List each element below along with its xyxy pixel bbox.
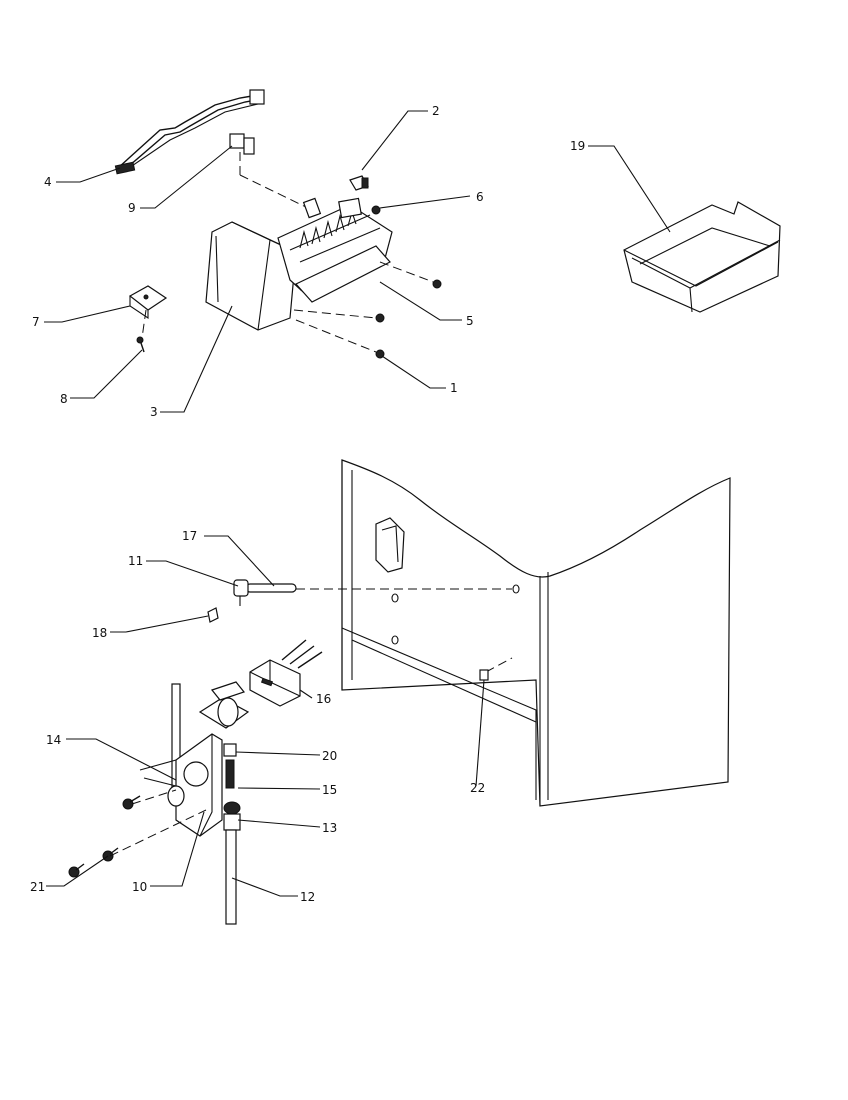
ice-maker-housing-part-3	[205, 197, 393, 331]
clip-part-2	[349, 175, 369, 191]
callout-7: 7	[32, 315, 40, 329]
callout-15: 15	[322, 783, 337, 797]
screw-part-5b	[432, 279, 442, 289]
screw-part-8	[136, 336, 145, 353]
callout-8: 8	[60, 392, 68, 406]
callout-21: 21	[30, 880, 45, 894]
callout-9: 9	[128, 201, 136, 215]
callout-19: 19	[570, 139, 585, 153]
callout-4: 4	[44, 175, 52, 189]
callout-labels: 2 6 5 1 4 9 7 8 3 19 17 11 18 16 14 20 1…	[30, 104, 585, 904]
callout-11: 11	[128, 554, 143, 568]
wire-harness-part-4	[114, 89, 265, 175]
callout-10: 10	[132, 880, 147, 894]
callout-1: 1	[450, 381, 458, 395]
screw-part-6	[371, 205, 381, 215]
bracket-part-9	[229, 133, 313, 211]
screw-part-5a	[375, 313, 385, 323]
water-valve-part-10	[139, 681, 250, 925]
callout-20: 20	[322, 749, 337, 763]
cabinet-panel	[341, 459, 731, 807]
callout-13: 13	[322, 821, 337, 835]
callout-3: 3	[150, 405, 158, 419]
clip-part-18	[207, 607, 219, 623]
callout-12: 12	[300, 890, 315, 904]
callout-18: 18	[92, 626, 107, 640]
mounting-bracket-part-7	[128, 285, 168, 339]
callout-2: 2	[432, 104, 440, 118]
callout-22: 22	[470, 781, 485, 795]
callout-17: 17	[182, 529, 197, 543]
solenoid-part-16	[249, 639, 323, 707]
callout-16: 16	[316, 692, 331, 706]
callout-5: 5	[466, 314, 474, 328]
clamp-part-11	[233, 579, 249, 606]
clip-part-22	[477, 657, 513, 761]
callout-6: 6	[476, 190, 484, 204]
ice-bin-part-19	[623, 201, 781, 313]
callout-14: 14	[46, 733, 61, 747]
callout-leaders	[44, 110, 671, 897]
